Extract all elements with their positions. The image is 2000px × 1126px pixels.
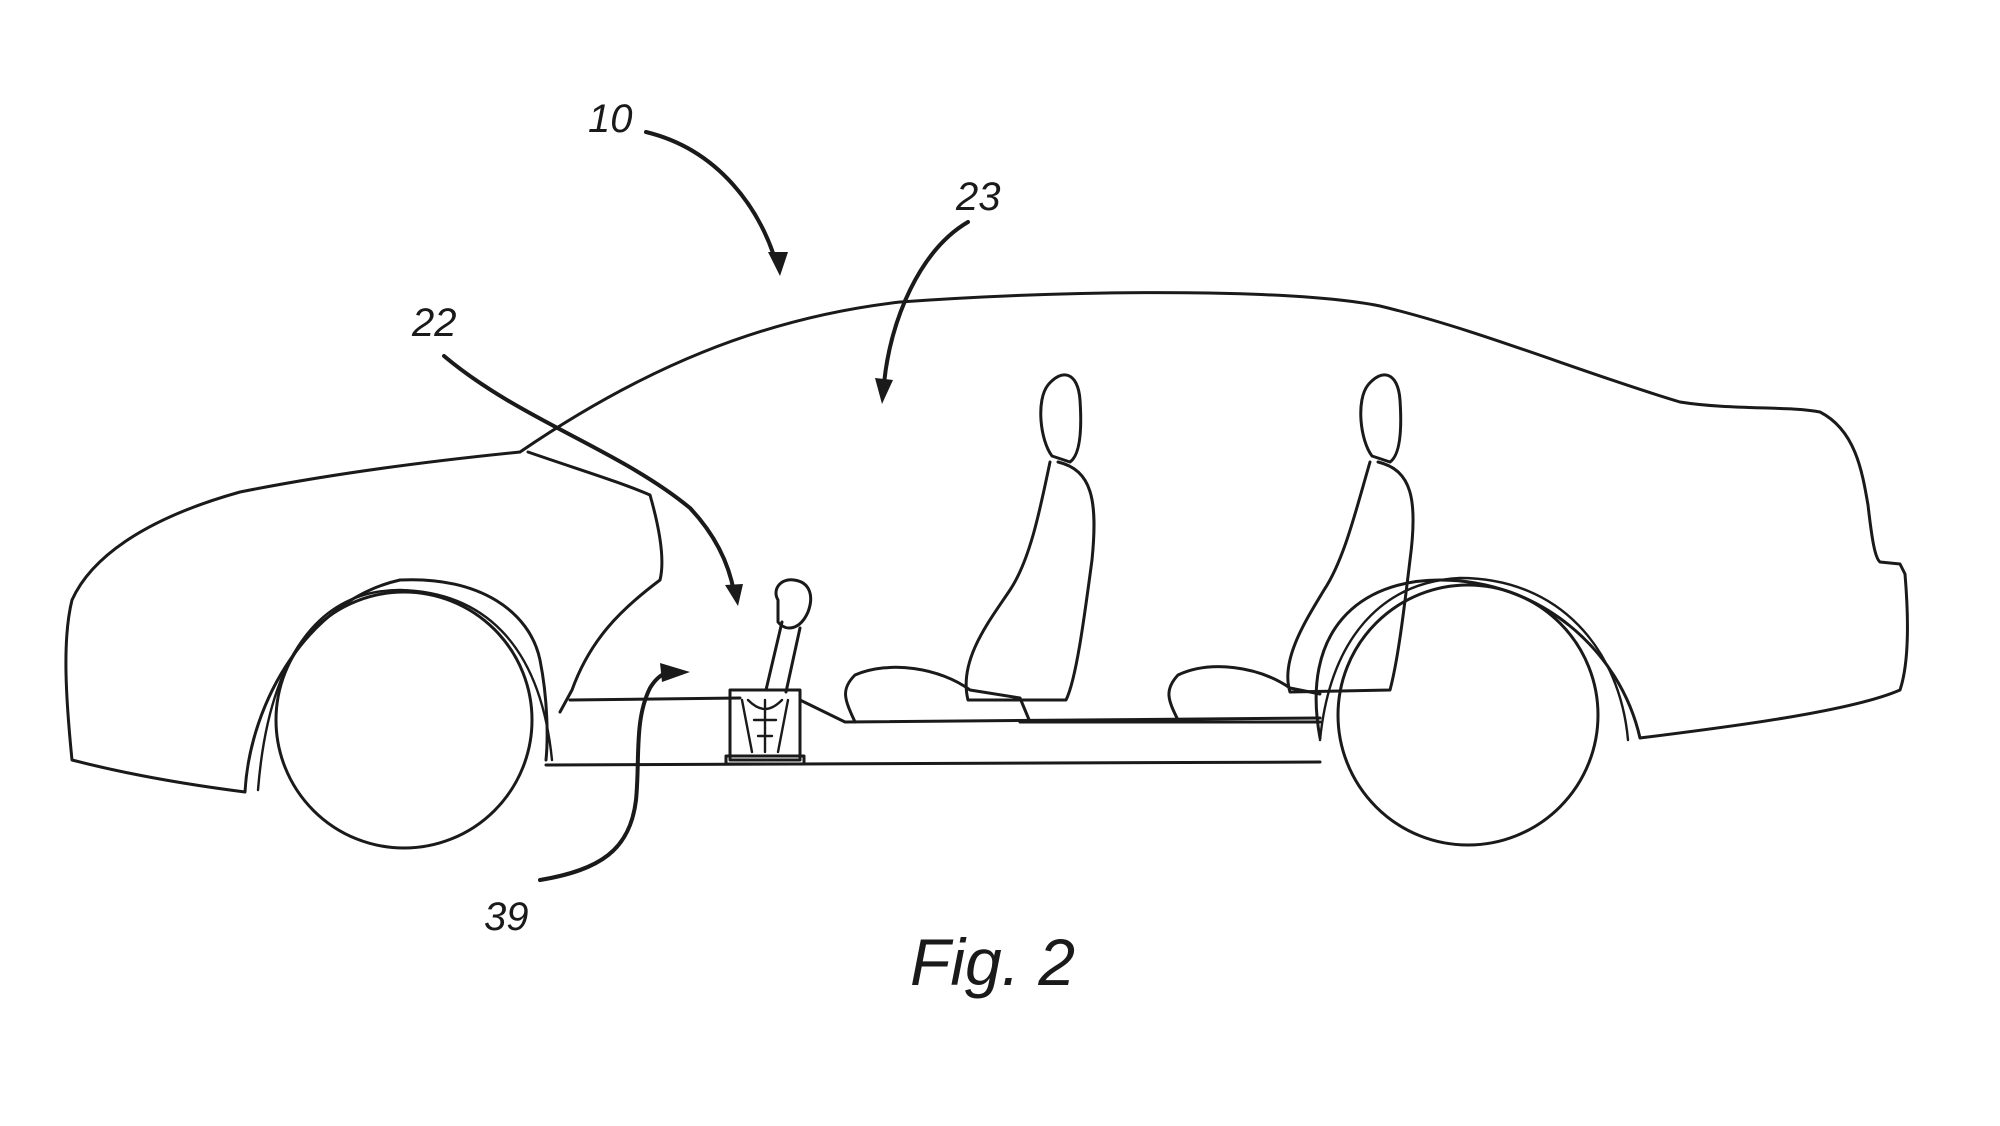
rear-seat-backrest xyxy=(1286,460,1415,694)
rear-seat-headrest xyxy=(1359,373,1403,464)
leader-23 xyxy=(882,220,970,386)
rear-wheel-arch xyxy=(1318,576,1630,742)
arrowhead-23 xyxy=(875,378,893,404)
cabin-floor xyxy=(568,696,1322,724)
shift-lever xyxy=(764,620,802,694)
shifter-boot xyxy=(740,698,790,754)
wheels xyxy=(274,583,1600,850)
shifter-base-plate xyxy=(724,754,806,766)
gear-shifter xyxy=(724,578,813,766)
figure-caption: Fig. 2 xyxy=(910,925,1075,999)
rear-wheel xyxy=(1336,583,1600,847)
front-wheel xyxy=(274,590,534,850)
rear-seat-cushion xyxy=(1167,665,1322,722)
tunnel-line xyxy=(798,698,1322,724)
refnum-22: 22 xyxy=(411,301,457,345)
vehicle-body xyxy=(64,291,1909,794)
shifter-base-box xyxy=(728,688,802,762)
hood-panel-line xyxy=(526,450,664,714)
arrowhead-39 xyxy=(660,663,690,682)
rear-seat xyxy=(1167,373,1415,722)
arrowhead-22 xyxy=(725,584,743,606)
rocker-line xyxy=(544,760,1322,767)
front-seat xyxy=(844,373,1096,724)
refnum-39: 39 xyxy=(484,895,529,939)
shift-knob xyxy=(774,578,813,630)
front-seat-cushion xyxy=(844,665,1032,724)
front-seat-headrest xyxy=(1039,373,1083,464)
arrowhead-10 xyxy=(768,252,788,276)
leader-39 xyxy=(538,670,670,882)
reference-numerals: 10 23 22 39 xyxy=(411,97,1001,939)
body-upper-outline xyxy=(518,291,1909,740)
floor-upper-line xyxy=(568,696,742,702)
refnum-10: 10 xyxy=(588,97,633,141)
front-seat-backrest xyxy=(964,460,1096,702)
leader-22 xyxy=(442,354,736,594)
body-front-outline xyxy=(64,450,549,794)
leader-lines xyxy=(442,130,970,882)
leader-10 xyxy=(644,130,778,264)
front-wheel-arch xyxy=(256,588,554,792)
refnum-23: 23 xyxy=(955,175,1001,219)
